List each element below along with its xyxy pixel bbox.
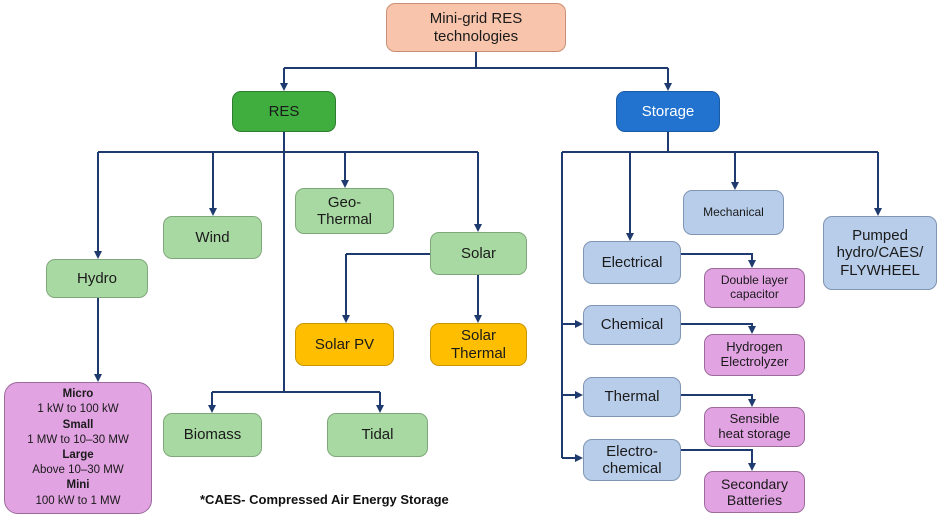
node-electrochemical: Electro- chemical [583,439,681,481]
size-label-mini: Mini [66,479,90,492]
node-geothermal: Geo- Thermal [295,188,394,234]
node-secondary: Secondary Batteries [704,471,805,513]
node-storage: Storage [616,91,720,132]
arrow-to-secondary [681,449,756,471]
node-sensible: Sensible heat storage [704,407,805,447]
size-range-mini: 100 kW to 1 MW [35,494,121,507]
size-label-micro: Micro [62,388,94,401]
node-solar-thermal: Solar Thermal [430,323,527,366]
node-root: Mini-grid RES technologies [386,3,566,52]
size-range-small: 1 MW to 10–30 MW [27,433,129,446]
arrow-to-hydrogen [681,323,756,334]
node-mechanical: Mechanical [683,190,784,235]
node-chemical: Chemical [583,305,681,345]
node-double-layer: Double layer capacitor [704,268,805,308]
node-wind: Wind [163,216,262,259]
node-hydrogen: Hydrogen Electrolyzer [704,334,805,376]
node-thermal: Thermal [583,377,681,417]
size-range-micro: 1 kW to 100 kW [37,403,119,416]
node-solar-pv: Solar PV [295,323,394,366]
node-res: RES [232,91,336,132]
node-hydro-sizes: Micro 1 kW to 100 kW Small 1 MW to 10–30… [4,382,152,514]
arrow-to-sensible [681,394,756,407]
arrow-to-double-layer [681,253,756,268]
node-hydro: Hydro [46,259,148,298]
node-electrical: Electrical [583,241,681,284]
node-tidal: Tidal [327,413,428,457]
node-biomass: Biomass [163,413,262,457]
size-label-large: Large [62,449,94,461]
node-solar: Solar [430,232,527,275]
size-range-large: Above 10–30 MW [32,464,124,477]
node-pumped: Pumped hydro/CAES/ FLYWHEEL [823,216,937,290]
footnote: *CAES- Compressed Air Energy Storage [200,492,449,507]
size-label-small: Small [62,418,94,431]
